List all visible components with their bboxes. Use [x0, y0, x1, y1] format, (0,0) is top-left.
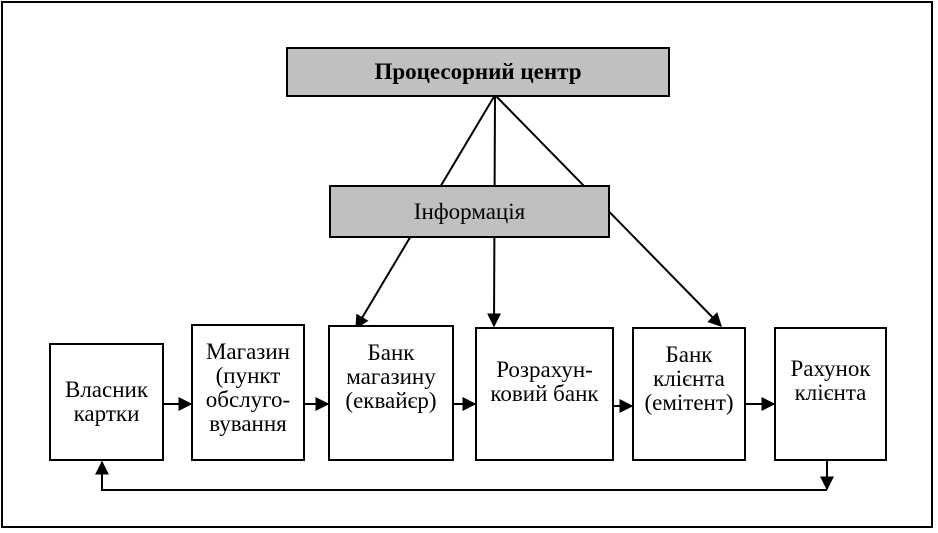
issuer-bank-label: Банк клієнта (емітент) [644, 342, 734, 415]
store-label: Магазин (пункт обслуго- вування [205, 339, 291, 436]
client-account-label: Рахунок клієнта [790, 356, 871, 405]
cardholder-label: Власник картки [64, 377, 149, 426]
information-box: Інформація [329, 185, 610, 238]
settlement-bank-label: Розрахун- ковий банк [490, 357, 599, 406]
acquirer-bank-box: Банк магазину (еквайєр) [328, 325, 454, 461]
issuer-bank-box: Банк клієнта (емітент) [632, 327, 746, 461]
settlement-bank-box: Розрахун- ковий банк [475, 327, 614, 461]
information-label: Інформація [413, 198, 526, 224]
edge-return-loop [95, 460, 827, 491]
acquirer-bank-label: Банк магазину (еквайєр) [345, 340, 437, 413]
store-box: Магазин (пункт обслуго- вування [191, 324, 305, 461]
client-account-box: Рахунок клієнта [774, 327, 887, 461]
processing-center-box: Процесорний центр [286, 47, 670, 97]
processing-center-label: Процесорний центр [374, 59, 582, 84]
cardholder-box: Власник картки [49, 343, 164, 461]
